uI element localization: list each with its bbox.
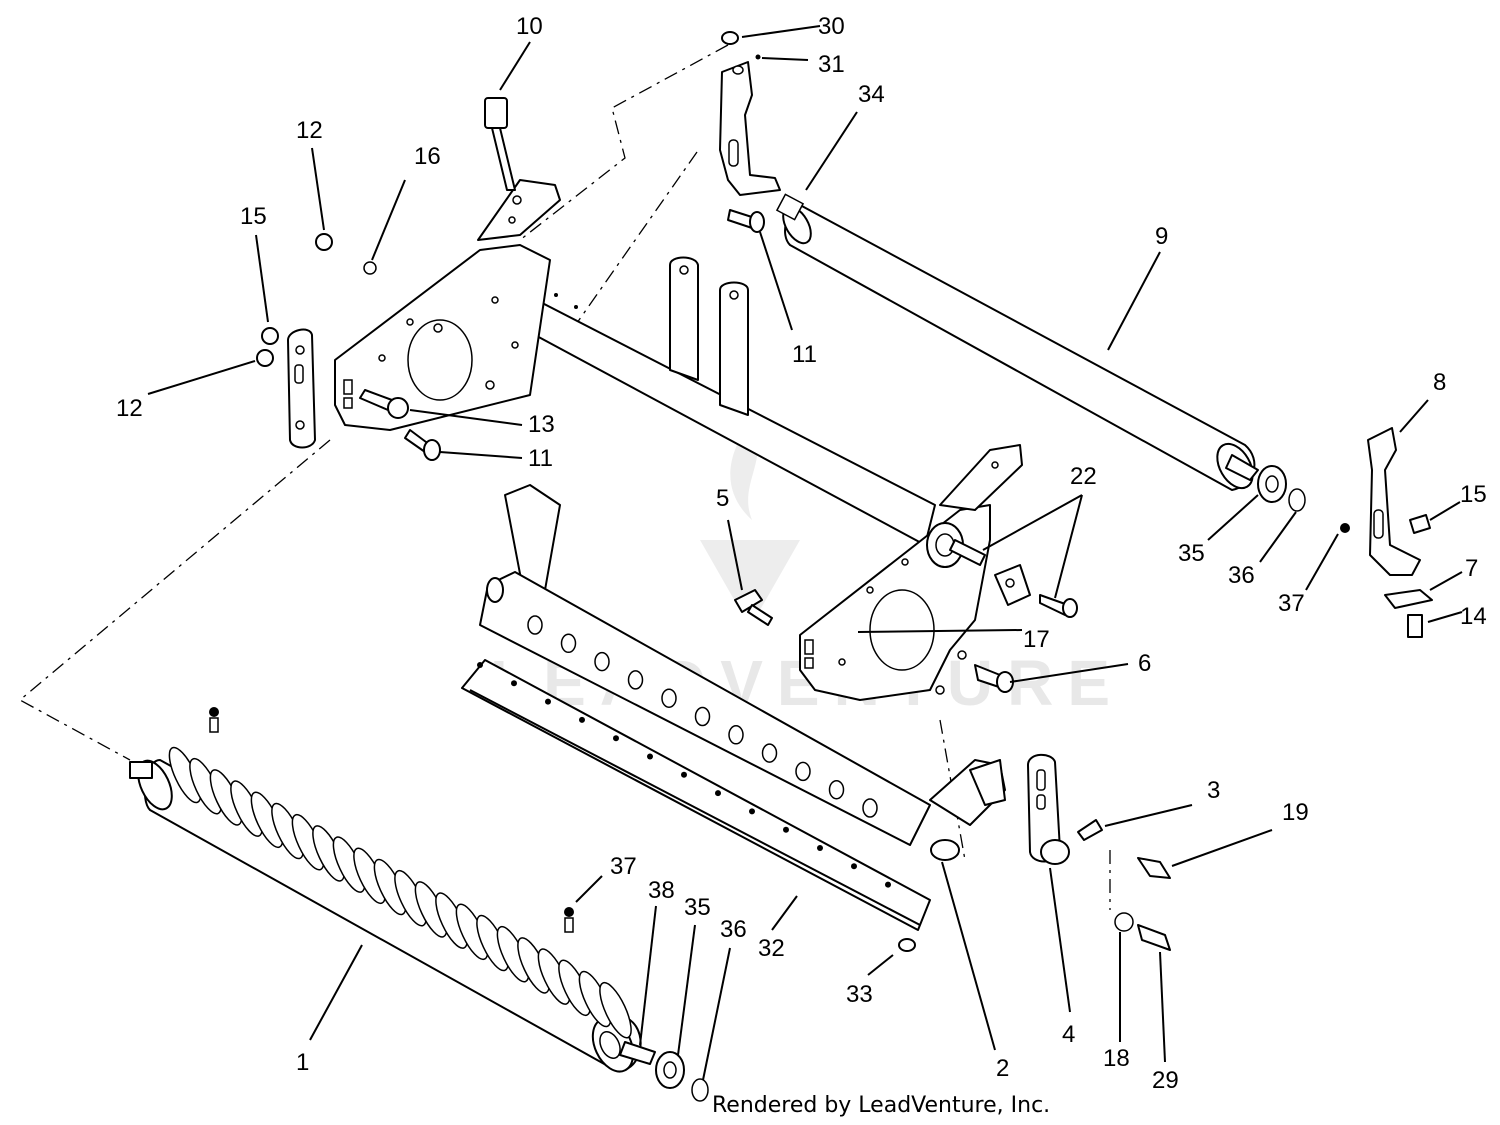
bedbar-hole bbox=[594, 651, 610, 672]
callout-19: 19 bbox=[1282, 799, 1309, 826]
bedbar-holes bbox=[527, 615, 878, 818]
callout-11-top: 11 bbox=[792, 341, 817, 368]
bedknife-holes bbox=[477, 662, 891, 888]
callout-10: 10 bbox=[516, 13, 543, 40]
bedknife-hole bbox=[477, 662, 483, 668]
callout-22: 22 bbox=[1070, 463, 1097, 490]
callout-5: 5 bbox=[716, 485, 729, 512]
bedknife-hole bbox=[817, 845, 823, 851]
callout-33: 33 bbox=[846, 981, 873, 1008]
bedknife-hole bbox=[783, 826, 789, 833]
callout-37-right: 37 bbox=[1278, 590, 1305, 617]
left-side-plate bbox=[334, 179, 561, 431]
bedbar-hole bbox=[728, 725, 744, 745]
callout-1: 1 bbox=[296, 1049, 309, 1076]
bedknife-hole bbox=[851, 863, 857, 870]
right-side-plate bbox=[799, 444, 1023, 701]
callout-3: 3 bbox=[1207, 777, 1220, 804]
roller-bracket-left bbox=[719, 31, 781, 196]
bedknife-hole bbox=[579, 716, 585, 723]
front-roller bbox=[775, 193, 1259, 491]
callout-12-left: 12 bbox=[116, 395, 143, 422]
bedbar-hole bbox=[560, 633, 577, 654]
left-adjuster-bracket bbox=[287, 328, 316, 449]
callout-34: 34 bbox=[858, 81, 885, 108]
callout-7: 7 bbox=[1465, 555, 1478, 582]
callout-9: 9 bbox=[1155, 223, 1168, 250]
callout-36-bottom: 36 bbox=[720, 916, 747, 943]
callout-18: 18 bbox=[1103, 1045, 1130, 1072]
callout-14: 14 bbox=[1460, 603, 1487, 630]
bedbar-hole bbox=[627, 670, 644, 690]
bedbar-hole bbox=[694, 706, 711, 727]
callout-15-right: 15 bbox=[1460, 481, 1487, 508]
callout-8: 8 bbox=[1433, 369, 1446, 396]
leader-lines bbox=[147, 25, 1463, 1081]
callout-12-top: 12 bbox=[296, 117, 323, 144]
bedknife-hole bbox=[647, 753, 653, 760]
right-clamp bbox=[949, 539, 1031, 606]
callout-31: 31 bbox=[818, 51, 845, 78]
callout-2: 2 bbox=[996, 1055, 1009, 1082]
bedknife-hole bbox=[545, 698, 551, 705]
callout-36-right: 36 bbox=[1228, 562, 1255, 589]
callout-35-right: 35 bbox=[1178, 540, 1205, 567]
bedbar-hole bbox=[761, 743, 778, 763]
callout-4: 4 bbox=[1062, 1021, 1075, 1048]
callout-16: 16 bbox=[414, 143, 441, 170]
callout-38: 38 bbox=[648, 877, 675, 904]
callout-labels: 10 30 31 34 9 12 16 15 12 11 13 11 8 15 … bbox=[116, 13, 1487, 1094]
callout-32: 32 bbox=[758, 935, 785, 962]
frame-mount-tabs bbox=[669, 256, 749, 416]
bedknife-hole bbox=[749, 808, 755, 815]
credit-line: Rendered by LeadVenture, Inc. bbox=[712, 1093, 1050, 1118]
bedbar-hole bbox=[661, 688, 677, 708]
reel-bearing bbox=[655, 1051, 709, 1102]
bedknife-hole bbox=[511, 680, 517, 687]
callout-37-bottom: 37 bbox=[610, 853, 637, 880]
callout-11-left: 11 bbox=[528, 445, 553, 472]
callout-35-bottom: 35 bbox=[684, 894, 711, 921]
callout-29: 29 bbox=[1152, 1067, 1179, 1094]
bedknife-hole bbox=[613, 735, 619, 742]
callout-30: 30 bbox=[818, 13, 845, 40]
bedknife-hole bbox=[885, 881, 891, 888]
reel-blade bbox=[599, 981, 632, 1039]
bedbar-hole bbox=[828, 779, 845, 800]
roller-bracket-right bbox=[1367, 427, 1433, 609]
reel-blades bbox=[168, 746, 632, 1039]
bedbar-hole bbox=[795, 761, 811, 782]
bedknife-hole bbox=[681, 771, 687, 778]
fasteners bbox=[256, 97, 1431, 952]
right-adjuster-bracket bbox=[1027, 753, 1070, 865]
bedbar-hole bbox=[527, 615, 543, 635]
callout-13: 13 bbox=[528, 411, 555, 438]
bedknife bbox=[461, 659, 931, 931]
callout-6: 6 bbox=[1138, 650, 1151, 677]
bedbar-hole bbox=[862, 798, 878, 818]
roller-bearing-right bbox=[1257, 465, 1306, 512]
callout-15-left: 15 bbox=[240, 203, 267, 230]
bedknife-hole bbox=[715, 790, 721, 797]
callout-17: 17 bbox=[1023, 626, 1050, 653]
